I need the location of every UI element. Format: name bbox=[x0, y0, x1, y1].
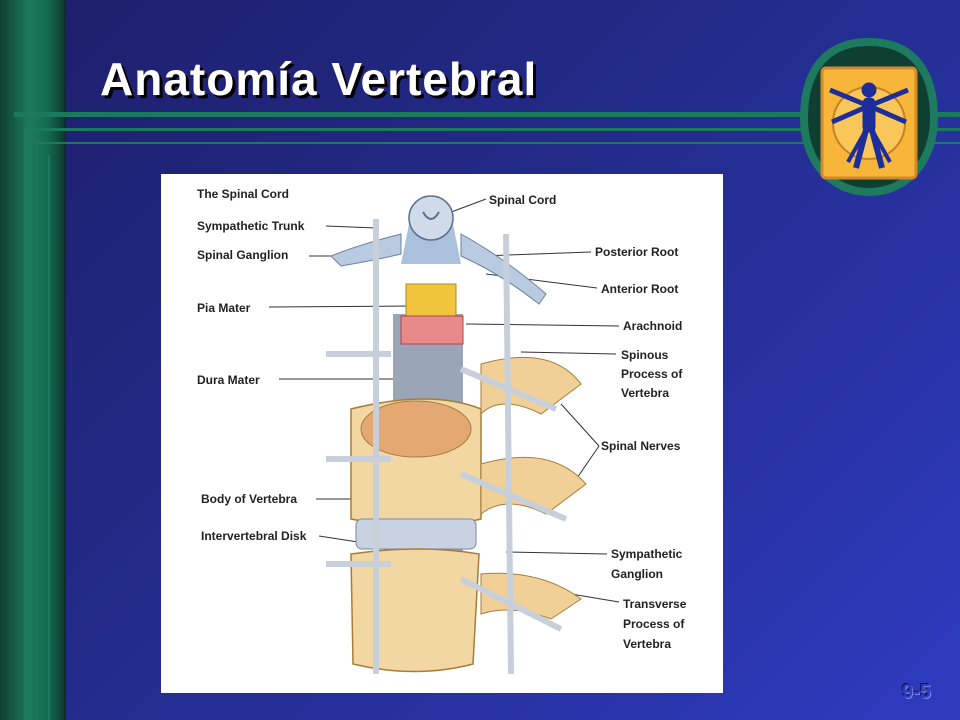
label-transverse-process-1: Transverse bbox=[623, 597, 687, 611]
frame-vertical-3 bbox=[48, 155, 50, 720]
label-sympathetic-ganglion-2: Ganglion bbox=[611, 567, 663, 581]
label-sympathetic-trunk: Sympathetic Trunk bbox=[197, 219, 305, 233]
title-rule-low bbox=[36, 142, 960, 144]
label-sympathetic-ganglion-1: Sympathetic bbox=[611, 547, 683, 561]
label-intervertebral-disk: Intervertebral Disk bbox=[201, 529, 307, 543]
title-rule-top bbox=[14, 112, 960, 117]
label-transverse-process-2: Process of bbox=[623, 617, 685, 631]
label-spinal-nerves: Spinal Nerves bbox=[601, 439, 681, 453]
spinal-anatomy-figure: The Spinal Cord Sympathetic Trunk Spinal… bbox=[161, 174, 723, 693]
title-rule-mid bbox=[24, 128, 960, 131]
label-spinous-process-1: Spinous bbox=[621, 348, 669, 362]
frame-vertical-2 bbox=[36, 142, 38, 720]
label-spinous-process-3: Vertebra bbox=[621, 386, 669, 400]
label-the-spinal-cord: The Spinal Cord bbox=[197, 187, 289, 201]
left-accent-bar bbox=[0, 0, 66, 720]
label-spinal-cord: Spinal Cord bbox=[489, 193, 556, 207]
label-arachnoid: Arachnoid bbox=[623, 319, 682, 333]
label-spinous-process-2: Process of bbox=[621, 367, 683, 381]
label-dura-mater: Dura Mater bbox=[197, 373, 260, 387]
page-number: 9-5 bbox=[902, 681, 931, 703]
label-anterior-root: Anterior Root bbox=[601, 282, 678, 296]
label-spinal-ganglion: Spinal Ganglion bbox=[197, 248, 288, 262]
frame-vertical-1 bbox=[24, 128, 27, 720]
label-transverse-process-3: Vertebra bbox=[623, 637, 671, 651]
label-body-of-vertebra: Body of Vertebra bbox=[201, 492, 297, 506]
label-posterior-root: Posterior Root bbox=[595, 245, 678, 259]
slide-title: Anatomía Vertebral bbox=[100, 53, 538, 105]
vitruvian-logo bbox=[800, 38, 938, 196]
label-pia-mater: Pia Mater bbox=[197, 301, 251, 315]
